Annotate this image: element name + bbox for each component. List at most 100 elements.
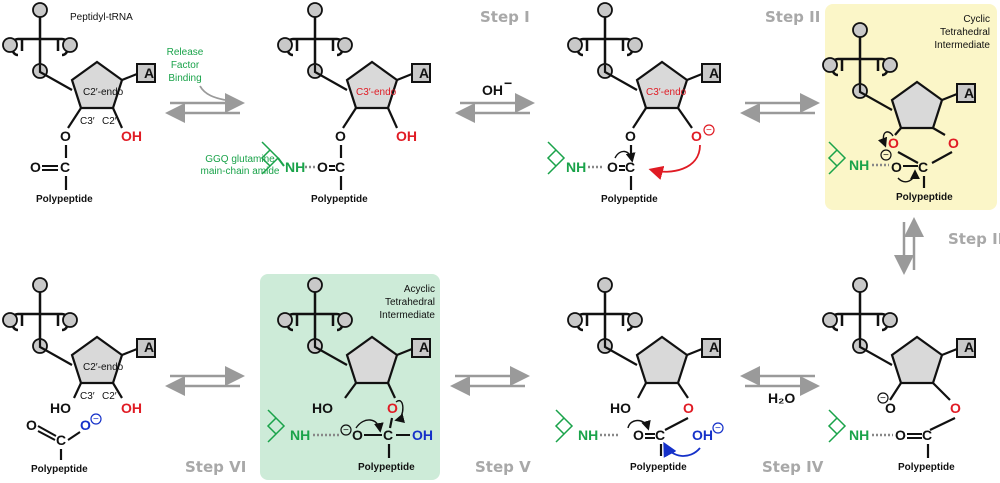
svg-text:O: O [387, 400, 398, 416]
svg-text:A: A [144, 339, 154, 355]
acyclic-intermediate-box [260, 274, 440, 480]
cyclic-label-3: Intermediate [934, 40, 990, 51]
svg-text:OH: OH [121, 400, 142, 416]
svg-text:−: − [706, 125, 712, 136]
svg-text:OH: OH [396, 128, 417, 144]
cyclic-label-2: Tetrahedral [940, 27, 990, 38]
structure-acyclic-intermediate: Acyclic Tetrahedral Intermediate A HO O … [266, 276, 435, 473]
nh-group: NH [285, 159, 305, 175]
svg-text:A: A [709, 65, 719, 81]
svg-text:O: O [26, 417, 37, 433]
acyclic-label-2: Tetrahedral [385, 297, 435, 308]
svg-text:O: O [335, 128, 346, 144]
svg-text:HO: HO [50, 400, 71, 416]
svg-text:NH: NH [566, 159, 586, 175]
svg-text:C2′: C2′ [102, 391, 117, 402]
water-label: H₂O [768, 390, 795, 406]
svg-text:A: A [964, 339, 974, 355]
acyclic-label-1: Acyclic [404, 284, 435, 295]
svg-text:NH: NH [578, 427, 598, 443]
carbonyl-o: O [30, 159, 41, 175]
structure-3: A C3′-endo O O − O C Polypeptide NH [546, 1, 722, 205]
hydroxide-label: OH [482, 82, 503, 98]
c3-endo-label: C3′-endo [356, 87, 397, 98]
rf-binding-3: Binding [168, 73, 201, 84]
structure-products: A C2′-endo C3′ C2′ HO OH O C O − Polypep… [1, 276, 157, 475]
svg-text:C: C [56, 432, 66, 448]
svg-text:Polypeptide: Polypeptide [630, 462, 687, 473]
svg-text:O: O [948, 135, 959, 151]
svg-text:C3′: C3′ [80, 391, 95, 402]
svg-text:Polypeptide: Polypeptide [898, 462, 955, 473]
svg-text:−: − [504, 75, 512, 91]
svg-text:−: − [93, 414, 99, 425]
o2-hydroxyl: OH [121, 128, 142, 144]
svg-text:C: C [655, 427, 665, 443]
carboxylate-o: O [80, 417, 91, 433]
svg-text:Polypeptide: Polypeptide [311, 194, 368, 205]
step-i-label: Step I [480, 8, 530, 26]
step-v-label: Step V [475, 458, 531, 476]
svg-text:O: O [352, 427, 363, 443]
rf-binding-2: Factor [171, 60, 200, 71]
svg-text:NH: NH [849, 157, 869, 173]
svg-text:NH: NH [849, 427, 869, 443]
hydroxide-nucleophile: OH [692, 427, 713, 443]
cyclic-label-1: Cyclic [963, 14, 990, 25]
svg-text:A: A [419, 65, 429, 81]
step-ii-label: Step II [765, 8, 820, 26]
svg-text:−: − [883, 150, 889, 161]
alkoxide-o: O [691, 128, 702, 144]
svg-text:C3′-endo: C3′-endo [646, 87, 687, 98]
structure-peptidyl-trna: Peptidyl-tRNA A C2′-endo C3′ C2′ O OH O … [1, 1, 157, 205]
svg-text:O: O [317, 159, 328, 175]
svg-text:−: − [343, 425, 349, 436]
acyclic-label-3: Intermediate [379, 310, 435, 321]
svg-text:C2′-endo: C2′-endo [83, 362, 124, 373]
rf-binding-1: Release [167, 47, 204, 58]
step-iv-label: Step IV [762, 458, 824, 476]
svg-text:A: A [419, 339, 429, 355]
svg-text:A: A [964, 85, 974, 101]
svg-text:Polypeptide: Polypeptide [358, 462, 415, 473]
svg-text:O: O [891, 159, 902, 175]
svg-text:O: O [625, 128, 636, 144]
svg-text:−: − [715, 423, 721, 434]
svg-text:HO: HO [610, 400, 631, 416]
svg-text:−: − [880, 393, 886, 404]
svg-text:O: O [895, 427, 906, 443]
structure-6: A HO O O C Polypeptide NH OH − [554, 276, 724, 473]
svg-text:O: O [888, 135, 899, 151]
svg-text:C: C [335, 159, 345, 175]
svg-text:A: A [709, 339, 719, 355]
ggq-label-2: main-chain amide [201, 166, 280, 177]
svg-text:O: O [633, 427, 644, 443]
svg-text:Polypeptide: Polypeptide [601, 194, 658, 205]
carbonyl-c: C [60, 159, 70, 175]
svg-text:Polypeptide: Polypeptide [31, 464, 88, 475]
svg-text:C: C [922, 427, 932, 443]
peptidyl-trna-label: Peptidyl-tRNA [70, 12, 133, 23]
structure-2: A C3′-endo O OH O C Polypeptide NH GGQ g… [201, 1, 432, 205]
step-iii-label: Step III [948, 230, 1000, 248]
svg-text:O: O [607, 159, 618, 175]
svg-text:C: C [383, 427, 393, 443]
polypeptide-label: Polypeptide [36, 194, 93, 205]
svg-text:HO: HO [312, 400, 333, 416]
structure-5: A O − O O C Polypeptide NH [821, 276, 977, 473]
svg-text:C: C [918, 159, 928, 175]
svg-text:Polypeptide: Polypeptide [896, 192, 953, 203]
o3-atom: O [60, 128, 71, 144]
svg-text:O: O [885, 400, 896, 416]
c2p-label: C2′ [102, 116, 117, 127]
svg-text:NH: NH [290, 427, 310, 443]
c2-endo-label: C2′-endo [83, 87, 124, 98]
ggq-label-1: GGQ glutamine [205, 154, 275, 165]
svg-text:C: C [625, 159, 635, 175]
c3p-label: C3′ [80, 116, 95, 127]
structure-cyclic-intermediate: Cyclic Tetrahedral Intermediate A O O O … [821, 14, 990, 203]
step-vi-label: Step VI [185, 458, 246, 476]
svg-text:O: O [950, 400, 961, 416]
svg-text:O: O [683, 400, 694, 416]
